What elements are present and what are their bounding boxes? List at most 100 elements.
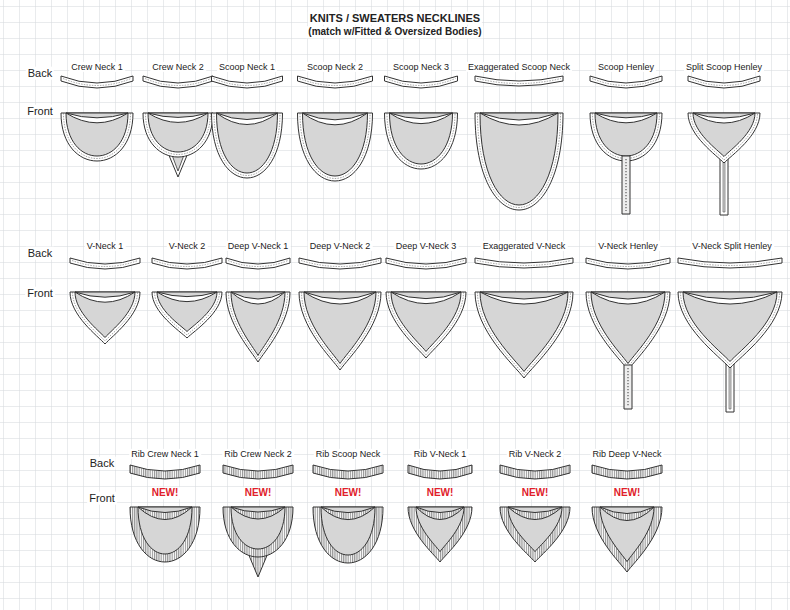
front-neckband [688,113,760,163]
neckline-name: Rib Scoop Neck [314,449,383,459]
view-label: Front [25,105,55,118]
view-label: Front [25,287,55,300]
stitch-line [690,79,758,86]
inner-back-neckband [148,113,208,122]
stitch-line [588,261,668,267]
stitch-line [593,113,660,159]
neck-opening [693,113,755,157]
neckline-name: Rib Crew Neck 2 [222,449,294,459]
placket-texture [625,159,627,211]
inner-back-neckband [321,507,375,520]
inner-back-neckband [480,113,558,125]
inner-back-neckband [391,292,461,304]
neckline-name: Scoop Henley [596,62,656,72]
inner-back-neckband [231,507,285,519]
back-neckband [299,258,381,269]
stitch-line [73,292,138,341]
back-neckband [475,258,573,268]
neckline-name: Crew Neck 2 [150,62,206,72]
front-neckband [313,507,383,563]
back-neckband [130,465,200,479]
back-neckband [143,76,213,88]
neck-opening [303,113,368,176]
front-neckband [61,113,133,161]
stitch-line [388,261,464,267]
front-neckband [130,507,200,562]
neck-opening [595,113,657,156]
neck-opening [416,507,464,552]
front-neckband [143,113,213,157]
front-neckband [226,292,290,362]
inner-back-neckband [157,292,217,302]
neck-opening [391,292,461,352]
neck-opening [390,113,453,164]
new-badge: NEW! [243,487,274,499]
stitch-line [302,292,379,367]
stitch-line [155,292,220,335]
inner-back-neckband [304,292,376,304]
neckline-name: Exaggerated V-Neck [481,241,568,251]
stitch-line [589,292,668,367]
new-badge: NEW! [520,487,551,499]
split-placket [726,362,734,412]
back-neckband [223,465,293,479]
split-opening [729,362,731,409]
back-neckband [678,258,782,268]
inner-back-neckband [416,507,464,520]
stitch-line [478,113,561,208]
back-neckband [298,76,373,88]
new-badge: NEW! [612,487,643,499]
stitch-line [64,113,131,159]
inner-back-neckband [591,292,665,304]
henley-placket [624,365,632,409]
neckline-name: Deep V-Neck 1 [226,241,291,251]
front-neckband [386,292,466,358]
back-neckband [586,258,670,269]
front-neckband [586,292,670,370]
inner-back-neckband [66,113,128,123]
front-neckband [475,113,563,210]
view-label: Back [26,67,54,80]
stitch-line [477,79,561,84]
neck-opening [75,292,135,338]
stitch-line [680,261,780,266]
neck-opening [138,507,192,554]
neck-opening [231,292,285,356]
back-neckband [590,76,662,88]
inner-back-neckband [683,292,777,304]
back-neckband [152,258,222,269]
stitch-line [145,79,211,86]
back-neckband [408,465,472,479]
inner-back-neckband [508,507,562,520]
neck-opening [157,292,217,332]
front-neckband [408,507,472,562]
front-neckband [590,113,662,161]
front-neckband [212,113,283,178]
stitch-line [72,261,138,267]
neckline-name: Deep V-Neck 3 [394,241,459,251]
stitch-line [214,113,280,176]
inner-back-neckband [693,113,755,123]
stitch-line [478,292,571,375]
back-neckband [385,76,458,88]
neckline-name: Rib Crew Neck 1 [129,449,201,459]
stitch-line [228,261,288,267]
neckline-name: Deep V-Neck 2 [308,241,373,251]
inner-back-neckband [600,507,654,521]
stitch-line [592,79,660,86]
front-neckband [299,292,381,370]
back-neckband [386,258,466,269]
front-neckband [500,507,570,562]
inner-back-neckband [75,292,135,302]
back-neckband [226,258,290,269]
stitch-line [300,79,371,86]
neck-opening [148,113,208,152]
neckline-name: V-Neck 2 [167,241,208,251]
neck-opening [508,507,562,552]
placket-texture [627,368,629,406]
neckline-name: Rib V-Neck 1 [412,449,469,459]
inner-back-neckband [390,113,453,124]
split-placket [720,157,728,215]
front-neckband [475,292,573,378]
